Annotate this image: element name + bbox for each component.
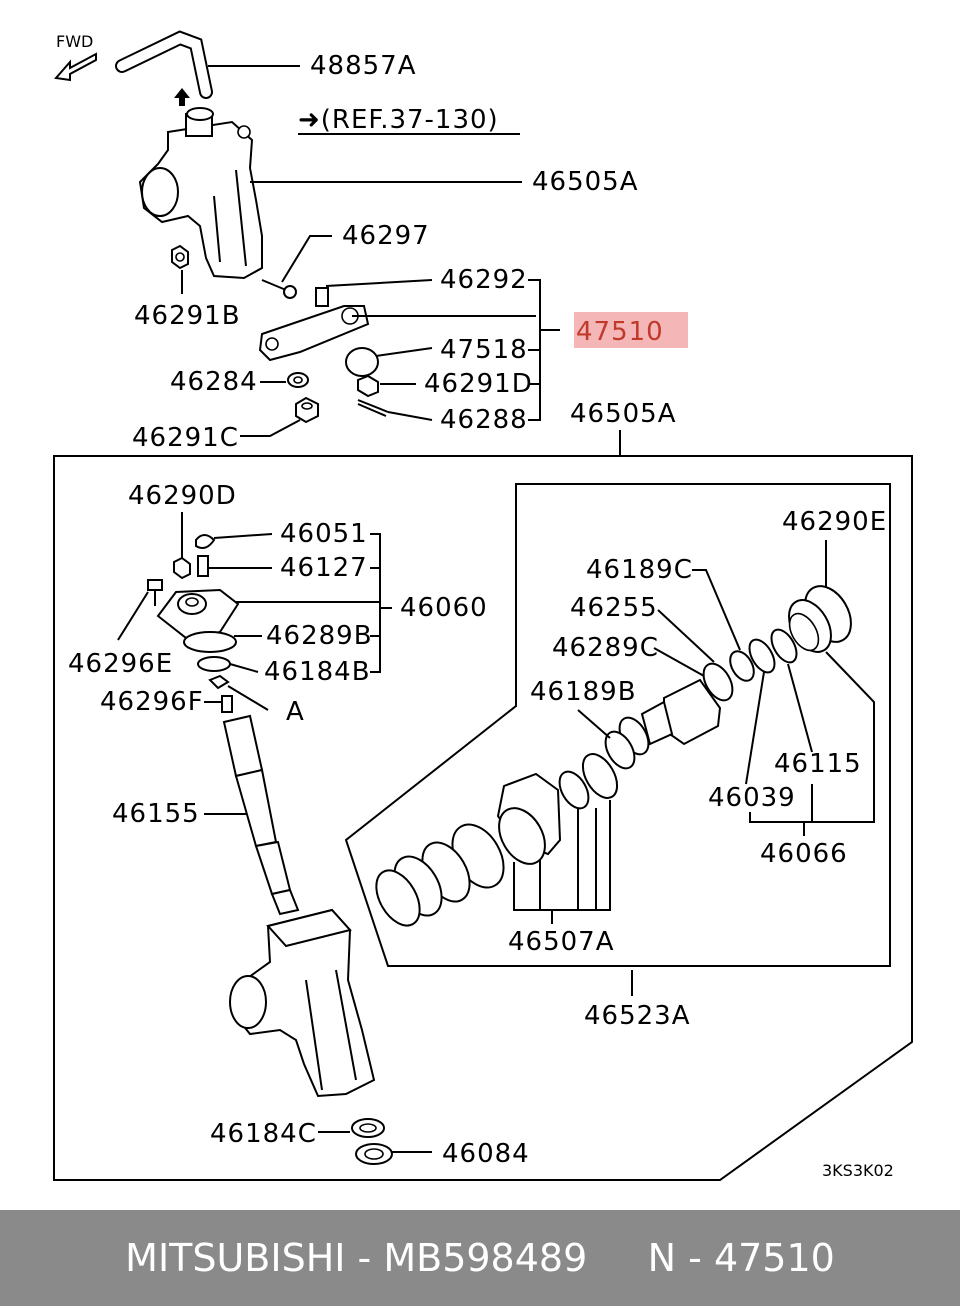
leader-46288 [387, 411, 433, 421]
nut-46291D-drawing [357, 374, 379, 398]
part-label-46155: 46155 [112, 799, 200, 829]
part-label-48857A: 48857A [310, 51, 417, 81]
leader-46039 [745, 671, 765, 785]
bearing-46039-drawing [748, 638, 776, 674]
part-label-46084: 46084 [442, 1139, 530, 1169]
bolt-46296F-drawing [221, 695, 233, 713]
leader-46291C [240, 419, 301, 437]
ring-46189B-drawing [604, 730, 636, 770]
part-label-46189B: 46189B [530, 677, 637, 707]
nut-46291B-drawing [171, 244, 189, 270]
shaft-46155-drawing [222, 714, 300, 916]
seal-ring-46290E-drawing [788, 585, 852, 653]
part-label-46060: 46060 [400, 593, 488, 623]
footer-part-info: MITSUBISHI - MB598489 N - 47510 [125, 1236, 835, 1280]
fwd-arrow-icon [54, 52, 97, 82]
part-label-46296F: 46296F [100, 687, 204, 717]
ring-46255-drawing [702, 662, 734, 702]
fwd-indicator: FWD [54, 32, 97, 82]
screw-46127-drawing [197, 555, 209, 577]
plate-A-drawing [208, 674, 230, 690]
fwd-label: FWD [56, 32, 93, 51]
ball-stud-46292-drawing [315, 287, 329, 307]
part-label-46051: 46051 [280, 519, 368, 549]
leader-46189C [692, 569, 741, 651]
steering-gear-parts-diagram: FWD ➜(REF.37-130) 48857A 46505A 46291B 4… [53, 30, 913, 1181]
ring-46189C-drawing [729, 650, 755, 682]
leader-46297 [281, 235, 332, 283]
part-label-46291D: 46291D [424, 369, 533, 399]
part-label-46289B: 46289B [266, 621, 373, 651]
part-label-46290E: 46290E [782, 507, 887, 537]
steering-gear-housing-top-drawing [138, 107, 263, 280]
cotter-pin-46288-drawing [357, 399, 389, 417]
part-label-46289C: 46289C [552, 633, 659, 663]
valve-cover-drawing [156, 588, 240, 640]
leader-A [227, 685, 269, 711]
pitman-arm-drawing [258, 305, 370, 362]
part-label-46523A: 46523A [584, 1001, 691, 1031]
leader-46296E [117, 591, 149, 641]
bracket-47510 [528, 279, 560, 421]
bracket-46066 [749, 651, 875, 836]
clip-46051-drawing [195, 534, 216, 549]
o-ring-46289B-drawing [183, 631, 237, 653]
part-label-46189C: 46189C [586, 555, 693, 585]
seal-kit-46507A-drawing [375, 753, 619, 927]
reference-text: ➜(REF.37-130) [298, 105, 499, 135]
leader-46189B [577, 709, 611, 739]
bolt-46297-drawing [261, 279, 297, 299]
leader-47518 [375, 347, 433, 357]
o-ring-46184B-drawing [197, 656, 231, 672]
part-label-46288: 46288 [440, 405, 528, 435]
part-label-46184C: 46184C [210, 1119, 317, 1149]
part-label-46297: 46297 [342, 221, 430, 251]
part-label-46505A-top: 46505A [532, 167, 639, 197]
up-arrow-icon [174, 88, 190, 106]
exploded-view-boundary [53, 455, 913, 1181]
seal-46184C-drawing [351, 1118, 385, 1138]
bolt-46296E-drawing [147, 579, 163, 606]
part-label-46290D: 46290D [128, 481, 237, 511]
part-label-46291C: 46291C [132, 423, 239, 453]
leader-46292 [325, 279, 433, 287]
part-label-46184B: 46184B [264, 657, 371, 687]
gear-housing-lower-drawing [229, 908, 376, 1098]
part-label-46115: 46115 [774, 749, 862, 779]
leader-46184B [229, 663, 259, 673]
drawing-code: 3KS3K02 [822, 1161, 894, 1180]
nut-46291C-drawing [295, 396, 319, 424]
part-label-46127: 46127 [280, 553, 368, 583]
part-label-46505A-box: 46505A [570, 399, 677, 429]
part-label-46066: 46066 [760, 839, 848, 869]
footer-bar: MITSUBISHI - MB598489 N - 47510 [0, 1210, 960, 1306]
small-nut-46290D-drawing [173, 556, 191, 580]
seal-46084-drawing [355, 1143, 393, 1165]
part-label-46292: 46292 [440, 265, 528, 295]
leader-46051 [213, 533, 273, 539]
bracket-46060 [370, 533, 392, 673]
leader-46115 [787, 663, 813, 753]
leader-46289C [653, 647, 705, 677]
washer-46284-drawing [287, 372, 309, 388]
part-label-46255: 46255 [570, 593, 658, 623]
dust-cover-47518-drawing [345, 347, 379, 377]
part-label-46284: 46284 [170, 367, 258, 397]
part-label-46296E: 46296E [68, 649, 173, 679]
part-label-A: A [286, 697, 305, 727]
nut-46115-drawing [770, 628, 798, 664]
part-label-46507A: 46507A [508, 927, 615, 957]
pressure-hose-drawing [115, 30, 213, 99]
leader-46255 [657, 609, 715, 663]
part-label-47518: 47518 [440, 335, 528, 365]
bracket-46507A [513, 800, 611, 924]
highlight-box [574, 312, 688, 348]
part-label-46291B: 46291B [134, 301, 241, 331]
part-label-46039: 46039 [708, 783, 796, 813]
inner-boundary-46523A [344, 483, 891, 967]
part-label-47510: 47510 [576, 317, 664, 347]
